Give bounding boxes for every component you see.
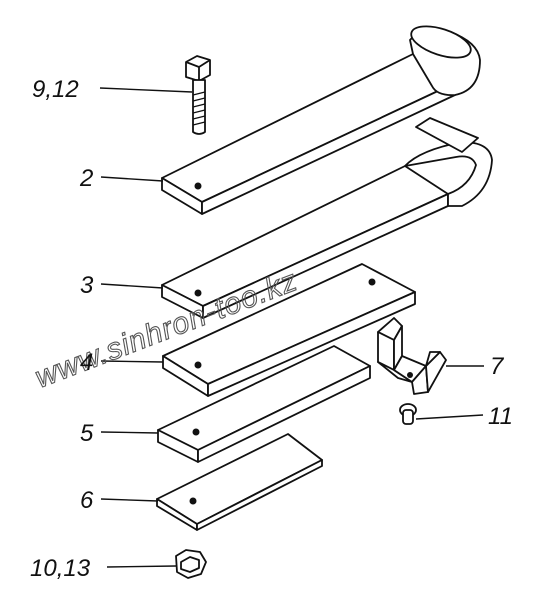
callout-leaf-2: 2: [79, 165, 93, 192]
callout-leaf-5: 5: [80, 420, 94, 447]
callout-leaf-4: 4: [80, 349, 93, 376]
leader-lines: [99, 87, 484, 568]
callout-rivet: 11: [488, 403, 513, 430]
leaf-6: [156, 433, 323, 531]
leaf-4: [162, 263, 416, 397]
callout-nut: 10,13: [30, 555, 91, 582]
callout-leaf-6: 6: [80, 487, 94, 514]
leaf-3: [161, 117, 493, 319]
callout-bolt: 9,12: [32, 76, 79, 103]
callout-bracket: 7: [490, 353, 505, 380]
rivet: [399, 403, 417, 425]
bolt: [185, 55, 211, 135]
bracket: [377, 317, 447, 395]
nut: [175, 549, 207, 579]
callout-leaf-3: 3: [80, 272, 94, 299]
leaf-2: [161, 25, 481, 215]
leaf-5: [157, 345, 371, 463]
